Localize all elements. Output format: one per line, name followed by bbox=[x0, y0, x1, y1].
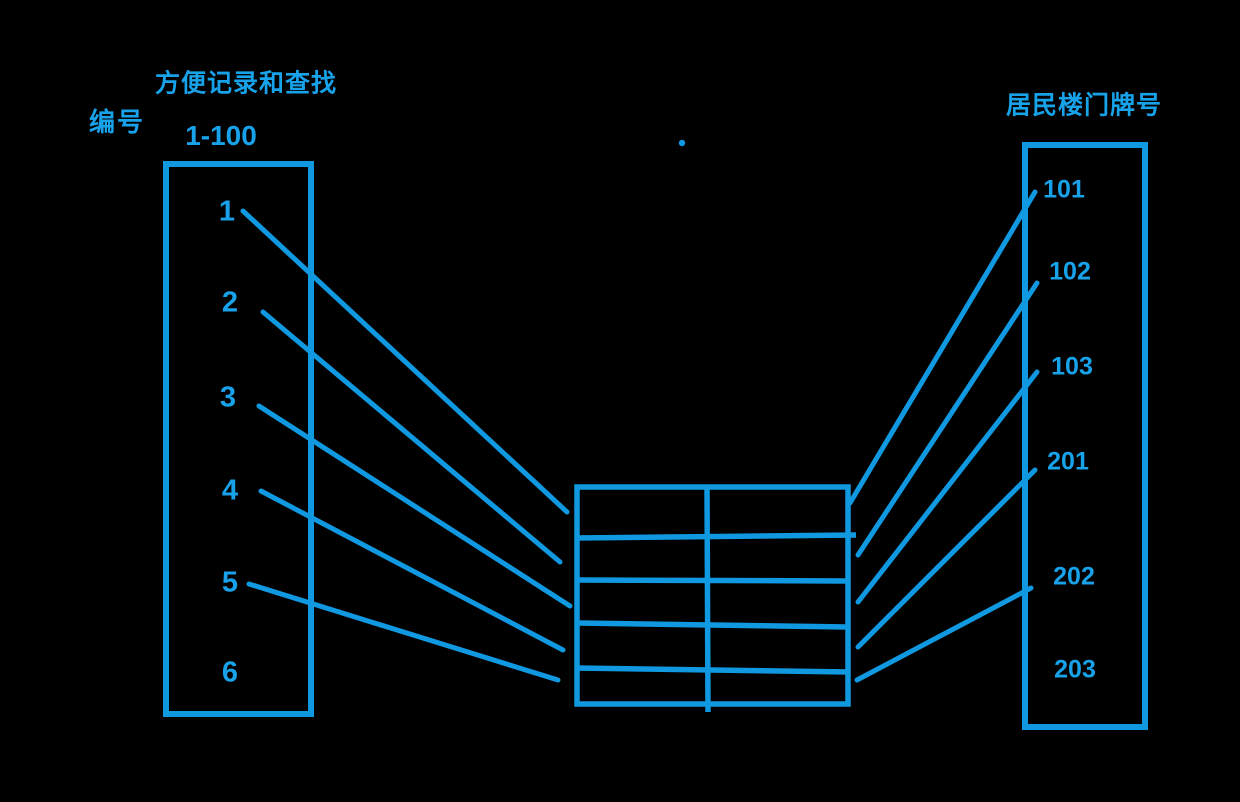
right-connectors bbox=[847, 189, 1040, 683]
connector-row-3-to-103 bbox=[855, 369, 1040, 605]
left-title: 方便记录和查找 bbox=[154, 69, 338, 98]
right-item-203: 203 bbox=[1054, 655, 1096, 684]
table-column-divider bbox=[704, 485, 711, 713]
table-row-line-2 bbox=[576, 577, 849, 584]
table-row-line-3 bbox=[576, 620, 849, 630]
right-item-201: 201 bbox=[1047, 447, 1089, 476]
left-item-6: 6 bbox=[221, 656, 239, 689]
right-item-102: 102 bbox=[1049, 257, 1091, 286]
connector-3-to-row-3 bbox=[256, 403, 573, 609]
connector-row-4-to-201 bbox=[855, 467, 1038, 650]
table-row-line-1 bbox=[574, 532, 857, 541]
connector-1-to-row-1 bbox=[240, 208, 570, 515]
table-outline bbox=[574, 484, 851, 707]
left-item-4: 4 bbox=[221, 474, 239, 507]
left-item-1: 1 bbox=[218, 195, 236, 228]
right-item-103: 103 bbox=[1051, 352, 1093, 381]
table-row-line-4 bbox=[574, 665, 851, 675]
left-item-2: 2 bbox=[221, 286, 239, 319]
stray-pen-dot bbox=[678, 139, 686, 147]
right-title: 居民楼门牌号 bbox=[1005, 91, 1163, 120]
connector-5-to-row-5 bbox=[246, 581, 561, 683]
left-box-label: 编号 bbox=[88, 107, 146, 137]
connector-row-1-to-101 bbox=[847, 189, 1038, 506]
connector-4-to-row-4 bbox=[258, 488, 566, 653]
left-connectors bbox=[240, 208, 573, 683]
left-set-box bbox=[163, 161, 314, 717]
connector-2-to-row-2 bbox=[260, 309, 563, 565]
connector-row-2-to-102 bbox=[855, 280, 1040, 558]
left-box-range-label: 1-100 bbox=[185, 120, 257, 151]
right-item-202: 202 bbox=[1053, 562, 1095, 591]
mapping-table bbox=[574, 484, 857, 713]
connector-row-5-to-202 bbox=[854, 585, 1034, 683]
right-set-box bbox=[1022, 142, 1148, 730]
right-item-101: 101 bbox=[1043, 175, 1085, 204]
left-item-3: 3 bbox=[219, 381, 237, 414]
left-item-5: 5 bbox=[221, 566, 239, 599]
